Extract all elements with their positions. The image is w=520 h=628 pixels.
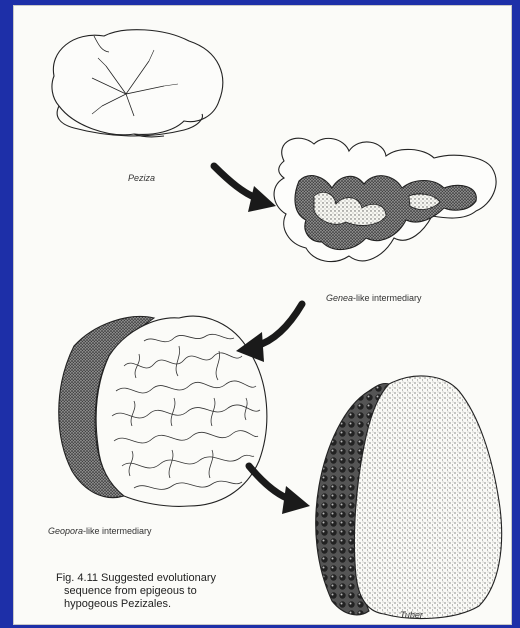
figure-page: Peziza Genea-like intermediary Geopora-l…: [14, 6, 511, 624]
label-peziza: Peziza: [128, 173, 155, 183]
geopora-drawing: [59, 316, 267, 506]
curved-arrow-icon: [282, 486, 310, 514]
arrow-2: [236, 304, 302, 362]
caption-line-3: hypogeous Pezizales.: [56, 598, 266, 611]
label-tuber: Tuber: [400, 610, 423, 620]
label-geopora: Geopora-like intermediary: [48, 526, 152, 536]
curved-arrow-icon: [248, 186, 276, 212]
arrow-1: [214, 166, 276, 212]
caption-line-2: sequence from epigeous to: [56, 585, 266, 598]
genea-drawing: [274, 138, 496, 261]
figure-caption: Fig. 4.11 Suggested evolutionary sequenc…: [56, 572, 266, 611]
tuber-drawing: [316, 376, 502, 619]
arrow-3: [249, 466, 310, 514]
caption-line-1: Fig. 4.11 Suggested evolutionary: [56, 572, 266, 585]
label-genea: Genea-like intermediary: [326, 293, 422, 303]
peziza-drawing: [52, 30, 223, 137]
